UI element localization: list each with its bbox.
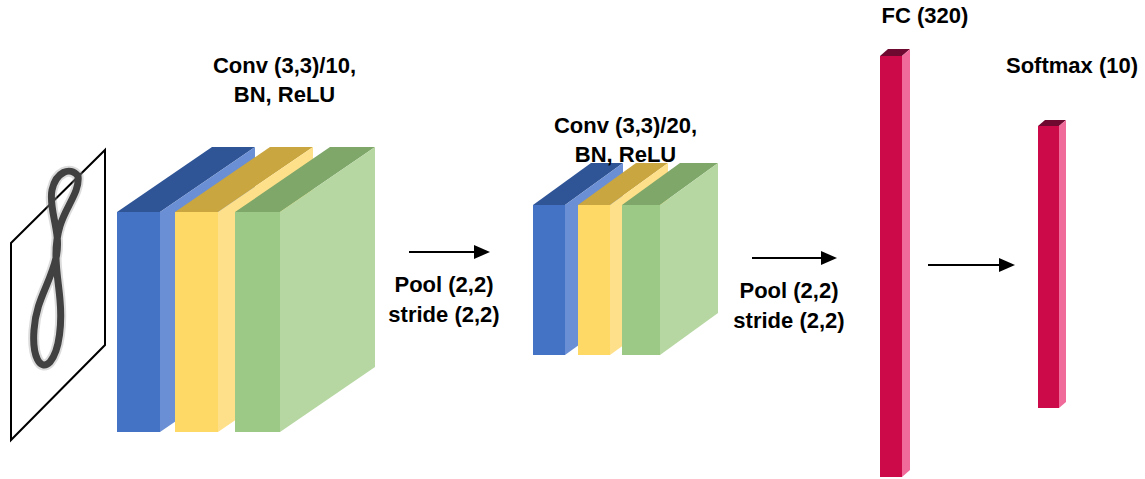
block-side bbox=[280, 147, 375, 432]
block-side bbox=[902, 49, 910, 477]
layer-blocks bbox=[1038, 120, 1066, 408]
digit-stroke bbox=[34, 171, 79, 365]
layer-label: Conv (3,3)/20, BN, ReLU bbox=[538, 112, 713, 169]
block-front bbox=[622, 205, 660, 355]
arrow-line bbox=[752, 257, 825, 259]
block-front bbox=[175, 212, 218, 432]
arrow-line bbox=[409, 251, 478, 253]
input-frame bbox=[11, 150, 105, 440]
conv-layer: Conv (3,3)/20, BN, ReLU bbox=[528, 108, 723, 360]
block-front bbox=[578, 205, 610, 355]
block-front bbox=[117, 212, 160, 432]
digit-blur bbox=[34, 171, 79, 365]
layer-label: FC (320) bbox=[866, 2, 984, 31]
fc-layer: FC (320) bbox=[866, 2, 984, 479]
block-front bbox=[1038, 126, 1059, 408]
conv-layer: Conv (3,3)/10, BN, ReLU bbox=[112, 48, 382, 438]
arrow-head bbox=[821, 251, 837, 265]
layer-blocks bbox=[880, 49, 910, 477]
block-front bbox=[880, 56, 902, 477]
block-front bbox=[235, 212, 280, 432]
arrow-head bbox=[474, 245, 490, 259]
flow-arrow bbox=[752, 251, 837, 265]
block-front bbox=[533, 205, 565, 355]
layer-blocks bbox=[533, 163, 718, 355]
arrow-line bbox=[928, 264, 1003, 266]
flow-arrow bbox=[928, 258, 1015, 272]
layer-label: Conv (3,3)/10, BN, ReLU bbox=[197, 52, 372, 109]
pool-label: Pool (2,2) stride (2,2) bbox=[380, 270, 508, 329]
block-side bbox=[660, 163, 718, 355]
softmax-layer: Softmax (10) bbox=[1004, 52, 1140, 412]
layer-label: Softmax (10) bbox=[1004, 52, 1140, 81]
block-side bbox=[1059, 120, 1066, 408]
layer-blocks bbox=[117, 147, 375, 432]
pool-label: Pool (2,2) stride (2,2) bbox=[725, 276, 853, 335]
flow-arrow bbox=[409, 245, 490, 259]
arrow-head bbox=[999, 258, 1015, 272]
